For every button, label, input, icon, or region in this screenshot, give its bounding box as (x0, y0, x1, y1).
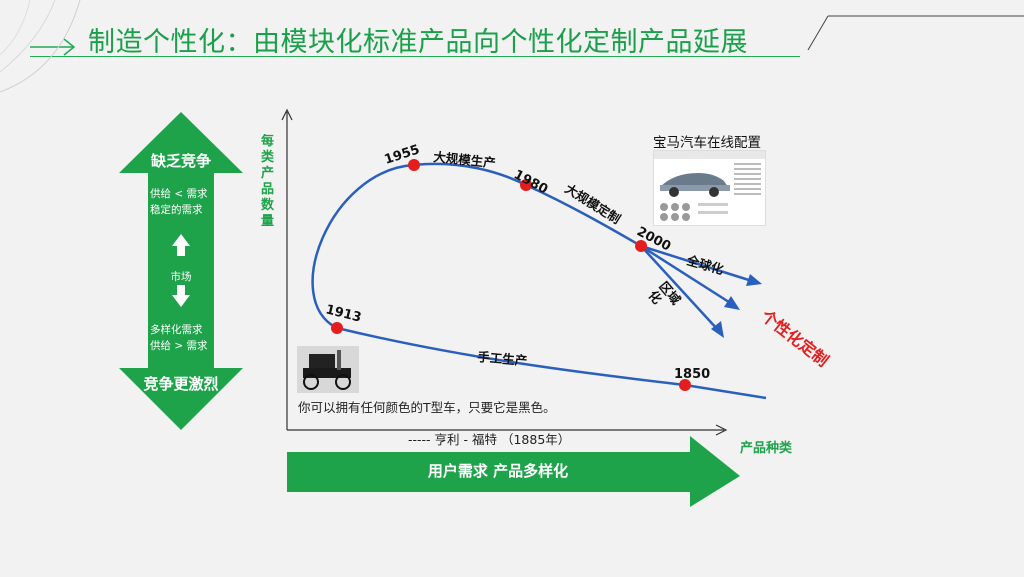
decor-lines (0, 0, 1024, 92)
left-arrow-bottom-text: 多样化需求 供给 > 需求 (150, 322, 214, 354)
y-axis-label: 每类产品数量 (261, 134, 275, 230)
year-1980: 1980 (511, 167, 550, 197)
ford-quote-text: 你可以拥有任何颜色的T型车，只要它是黑色。 (298, 399, 588, 416)
x-axis-label: 产品种类 (740, 440, 793, 456)
car-icon (654, 151, 765, 225)
ford-quote-author: ----- 亨利 - 福特 （1885年） (408, 432, 573, 448)
label-mass-production: 大规模生产 (433, 149, 497, 170)
point-1955 (408, 159, 420, 171)
label-personalized: 个性化定制 (757, 306, 833, 371)
label-global: 全球化 (684, 252, 726, 277)
left-arrow-top-label: 缺乏竞争 (150, 152, 211, 170)
year-1850: 1850 (674, 367, 710, 382)
point-1913 (331, 322, 343, 334)
bmw-configurator-image (653, 150, 766, 226)
vintage-car-icon (297, 346, 359, 393)
bmw-caption: 宝马汽车在线配置 (653, 131, 761, 151)
left-arrow-top-text: 供给 < 需求 稳定的需求 (150, 186, 212, 218)
bottom-arrow-label: 用户需求 产品多样化 (428, 462, 568, 480)
left-arrow-bottom-label: 竞争更激烈 (143, 375, 218, 393)
left-arrow-middle-text: 市场 (171, 270, 192, 283)
label-handmade: 手工生产 (477, 349, 528, 368)
ford-model-t-image (297, 346, 359, 393)
label-regional: 区域化 (645, 279, 686, 320)
